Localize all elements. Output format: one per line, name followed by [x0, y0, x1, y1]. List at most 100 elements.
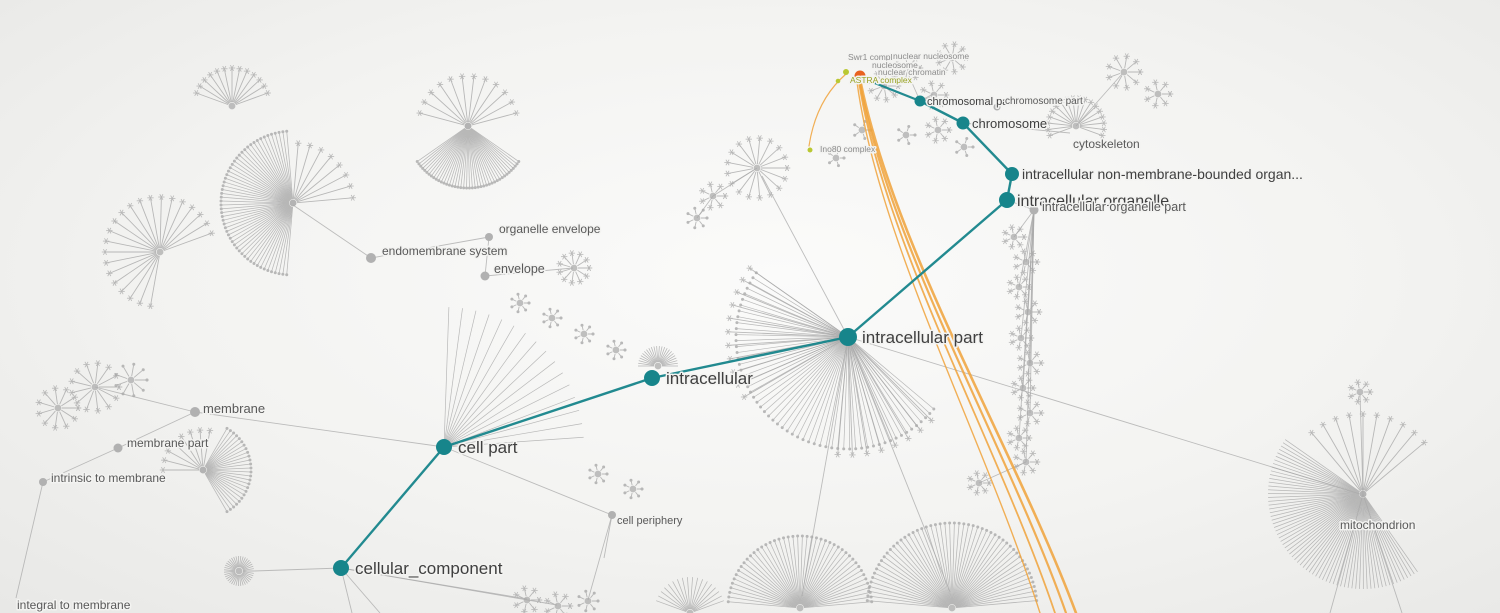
graph-edge [340, 567, 558, 606]
label-cc[interactable]: cellular_component [354, 558, 505, 580]
graph-node[interactable] [190, 407, 200, 417]
orange-edge [858, 81, 1056, 613]
term-label: organelle envelope [499, 222, 601, 236]
fan [588, 463, 609, 485]
graph-edge [370, 236, 490, 259]
fan [1012, 248, 1041, 276]
fan-clusters [35, 41, 1428, 613]
fan [828, 148, 846, 168]
fan [416, 73, 520, 130]
satellite-node[interactable] [835, 78, 841, 84]
fan [867, 69, 902, 103]
path-node-intra[interactable] [644, 370, 660, 386]
satellite-node[interactable] [843, 69, 849, 75]
label-cellpart[interactable]: cell part [457, 437, 520, 459]
fan [415, 122, 521, 190]
graph-edge [484, 236, 490, 277]
fan [893, 53, 924, 83]
graph-edge [253, 567, 342, 572]
term-label-small: Swr1 complex [848, 52, 902, 62]
graph-edge [847, 336, 1361, 495]
path-node-chromosome[interactable] [956, 116, 970, 130]
fan [510, 292, 531, 314]
term-label-small: ASTRA complex [850, 75, 913, 85]
path-node-intrapart[interactable] [839, 328, 857, 346]
path-node-chromopart[interactable] [914, 95, 926, 107]
graph-edge [712, 167, 758, 197]
path-node-cc[interactable] [333, 560, 349, 576]
term-label-small: nucleosome [872, 60, 918, 70]
fan [638, 346, 678, 370]
gray-edges [15, 68, 1403, 613]
graph-edge [801, 336, 849, 597]
path-node-cellpart[interactable] [436, 439, 452, 455]
term-label: endomembrane system [382, 244, 507, 258]
graph-edge [1018, 209, 1035, 288]
orange-edge [856, 81, 1041, 613]
term-label: membrane part [127, 436, 209, 450]
fan [556, 250, 593, 286]
graph-edge [340, 567, 381, 613]
graph-edge [603, 514, 613, 559]
label-intra[interactable]: intracellular [665, 368, 755, 390]
graph-node[interactable] [608, 511, 616, 519]
selected-path-nodes [333, 69, 1019, 576]
graph-edge [1025, 209, 1035, 463]
fan [542, 307, 563, 329]
selected-edge [847, 199, 1008, 338]
satellite-node[interactable] [807, 147, 813, 153]
term-label: mitochondrion [1340, 518, 1415, 532]
fan [574, 323, 595, 345]
graph-node[interactable] [113, 443, 123, 453]
highlighted-node[interactable] [854, 70, 866, 82]
graph-node[interactable] [993, 103, 1001, 111]
gray-nodes [39, 103, 1039, 519]
term-label: cell periphery [617, 515, 683, 527]
graph-edge [292, 204, 372, 259]
fan [68, 360, 123, 414]
fan [289, 140, 356, 207]
fan [935, 41, 970, 75]
label-chromosome[interactable]: chromosome [971, 115, 1049, 133]
label-nonmembrane[interactable]: intracellular non-membrane-bounded organ… [1021, 165, 1305, 184]
term-label: cytoskeleton [1073, 137, 1140, 151]
fan [577, 589, 600, 613]
fan [512, 585, 543, 613]
graph-node[interactable] [366, 253, 376, 263]
graph-edge [1075, 73, 1123, 127]
fan [1044, 95, 1108, 139]
graph-edge [1329, 493, 1364, 613]
term-label-small: nuclear nucleosome [893, 51, 969, 61]
path-node-intraorg[interactable] [999, 192, 1015, 208]
orange-edge [859, 82, 1078, 613]
label-chromopart[interactable]: chromosomal part [926, 95, 1017, 110]
term-label: membrane [203, 401, 265, 416]
fan [897, 124, 917, 146]
fan [966, 470, 993, 496]
label-intrapart[interactable]: intracellular part [861, 327, 985, 349]
fan [919, 80, 950, 110]
graph-edge [1013, 209, 1035, 238]
graph-node[interactable] [485, 233, 493, 241]
term-label: chromosome part [1005, 96, 1083, 107]
graph-node[interactable] [480, 271, 490, 281]
fan [114, 362, 149, 398]
graph-edge [962, 122, 1071, 134]
term-label: envelope [494, 262, 545, 276]
graph-node[interactable] [39, 478, 47, 486]
term-label: intracellular organelle part [1042, 200, 1186, 214]
fan [656, 577, 724, 613]
fan [35, 385, 82, 431]
graph-edge [117, 411, 196, 449]
graph-node[interactable] [1029, 205, 1039, 215]
label-intraorg[interactable]: intracellular organelle [1016, 192, 1171, 212]
orange-edge [858, 81, 1068, 613]
fan [543, 591, 574, 613]
graph-edge [761, 175, 849, 338]
graph-edge [194, 411, 445, 448]
fan [101, 194, 215, 310]
path-node-nonmembrane[interactable] [1005, 167, 1019, 181]
graph-edge [1018, 209, 1035, 439]
